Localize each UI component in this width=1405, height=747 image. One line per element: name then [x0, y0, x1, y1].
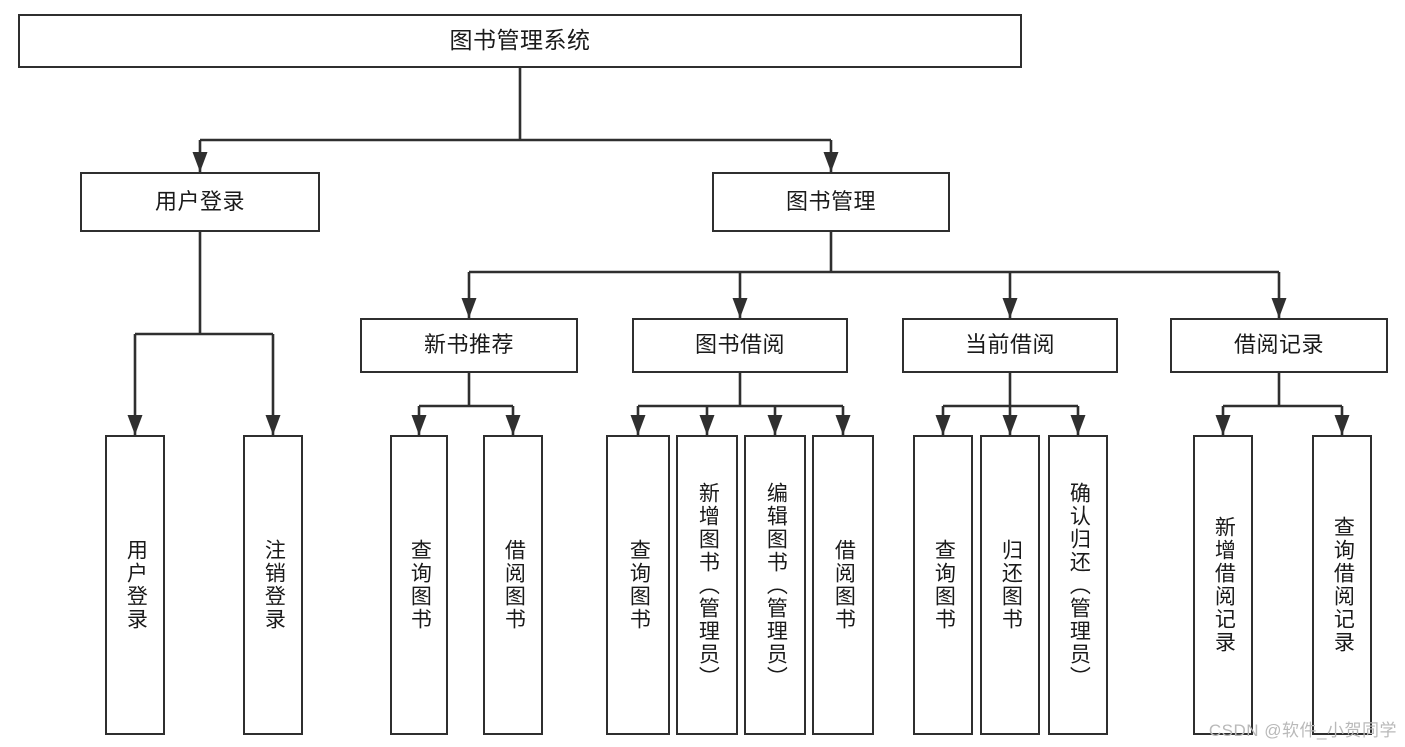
arrowhead-icon: [505, 415, 521, 435]
node-label: 用户登录: [124, 539, 148, 631]
node-leaf-logout[interactable]: 注销登录: [243, 435, 303, 735]
node-label: 确认归还（管理员）: [1067, 481, 1091, 689]
arrowhead-icon: [1002, 415, 1018, 435]
arrowhead-icon: [461, 298, 477, 318]
node-leaf-rec-add[interactable]: 新增借阅记录: [1193, 435, 1253, 735]
arrowhead-icon: [265, 415, 281, 435]
node-label: 注销登录: [262, 539, 286, 631]
arrowhead-icon: [192, 152, 208, 172]
arrowhead-icon: [1271, 298, 1287, 318]
node-leaf-cur-confirm[interactable]: 确认归还（管理员）: [1048, 435, 1108, 735]
node-label: 归还图书: [999, 539, 1023, 631]
arrowhead-icon: [1070, 415, 1086, 435]
node-borrow-record[interactable]: 借阅记录: [1170, 318, 1388, 373]
node-label: 查询借阅记录: [1331, 516, 1355, 654]
node-leaf-rec-query[interactable]: 查询图书: [390, 435, 448, 735]
node-label: 图书管理: [785, 188, 876, 214]
node-current-borrow[interactable]: 当前借阅: [902, 318, 1118, 373]
node-label: 新书推荐: [423, 332, 514, 358]
node-new-book-rec[interactable]: 新书推荐: [360, 318, 578, 373]
node-label: 新增借阅记录: [1212, 516, 1236, 654]
node-label: 借阅图书: [832, 539, 856, 631]
arrowhead-icon: [767, 415, 783, 435]
node-leaf-cur-return[interactable]: 归还图书: [980, 435, 1040, 735]
node-label: 新增图书（管理员）: [696, 481, 720, 689]
node-leaf-user-login[interactable]: 用户登录: [105, 435, 165, 735]
arrowhead-icon: [823, 152, 839, 172]
node-user-login[interactable]: 用户登录: [80, 172, 320, 232]
node-label: 用户登录: [154, 188, 245, 214]
arrowhead-icon: [127, 415, 143, 435]
node-label: 当前借阅: [964, 332, 1055, 358]
arrowhead-icon: [835, 415, 851, 435]
node-label: 借阅图书: [502, 539, 526, 631]
node-leaf-cur-query[interactable]: 查询图书: [913, 435, 973, 735]
node-label: 图书借阅: [694, 332, 785, 358]
node-label: 图书管理系统: [449, 27, 591, 54]
node-label: 查询图书: [408, 539, 432, 631]
arrowhead-icon: [1002, 298, 1018, 318]
node-leaf-rec-search[interactable]: 查询借阅记录: [1312, 435, 1372, 735]
node-label: 编辑图书（管理员）: [764, 481, 788, 689]
arrowhead-icon: [1215, 415, 1231, 435]
arrowhead-icon: [732, 298, 748, 318]
arrowhead-icon: [630, 415, 646, 435]
node-label: 借阅记录: [1233, 332, 1324, 358]
node-leaf-brw-edit[interactable]: 编辑图书（管理员）: [744, 435, 806, 735]
node-leaf-brw-add[interactable]: 新增图书（管理员）: [676, 435, 738, 735]
watermark-text: CSDN @软件_小贺同学: [1208, 721, 1397, 740]
arrowhead-icon: [1334, 415, 1350, 435]
node-label: 查询图书: [627, 539, 651, 631]
node-book-manage[interactable]: 图书管理: [712, 172, 950, 232]
node-leaf-brw-borrow[interactable]: 借阅图书: [812, 435, 874, 735]
arrowhead-icon: [411, 415, 427, 435]
node-book-borrow[interactable]: 图书借阅: [632, 318, 848, 373]
node-leaf-brw-query[interactable]: 查询图书: [606, 435, 670, 735]
node-root[interactable]: 图书管理系统: [18, 14, 1022, 68]
node-label: 查询图书: [932, 539, 956, 631]
arrowhead-icon: [935, 415, 951, 435]
node-leaf-rec-borrow[interactable]: 借阅图书: [483, 435, 543, 735]
arrowhead-icon: [699, 415, 715, 435]
